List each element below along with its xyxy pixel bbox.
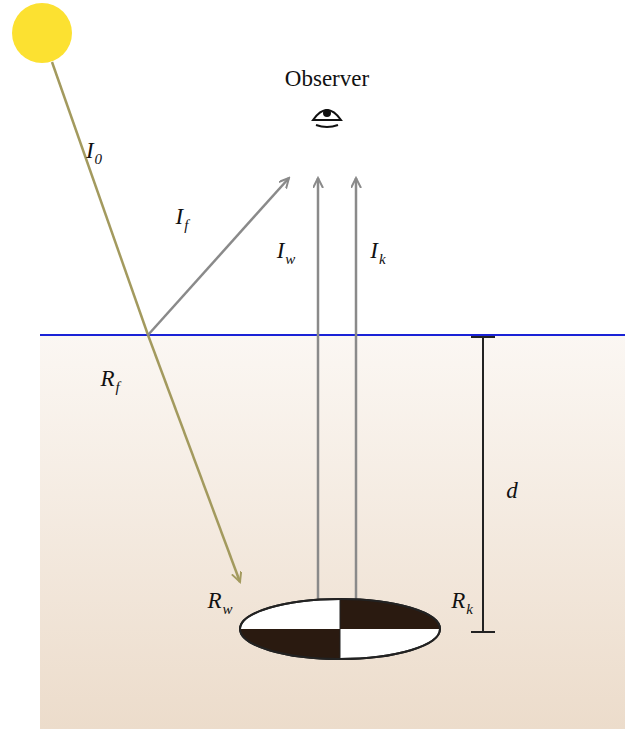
- water-body: [40, 335, 625, 729]
- reflectance-label: Rf: [100, 367, 119, 390]
- incident-ray: [52, 62, 148, 335]
- reflected-ray: [148, 178, 289, 335]
- secchi-disk: [240, 599, 440, 659]
- observer-label: Observer: [285, 67, 369, 90]
- intensity-label: Ik: [370, 239, 385, 262]
- depth-bracket: [471, 337, 495, 632]
- reflectance-label: Rk: [451, 589, 473, 612]
- refracted-ray: [148, 335, 240, 582]
- eye-icon: [313, 109, 341, 127]
- sun: [12, 3, 72, 63]
- intensity-label: I0: [86, 139, 102, 162]
- intensity-label: Iw: [277, 239, 296, 262]
- water-surface: [40, 334, 625, 336]
- intensity-label: If: [176, 205, 189, 228]
- depth-label: d: [506, 479, 518, 502]
- reflectance-label: Rw: [207, 589, 232, 612]
- white-return-ray: [317, 178, 320, 606]
- black-return-ray: [355, 178, 358, 606]
